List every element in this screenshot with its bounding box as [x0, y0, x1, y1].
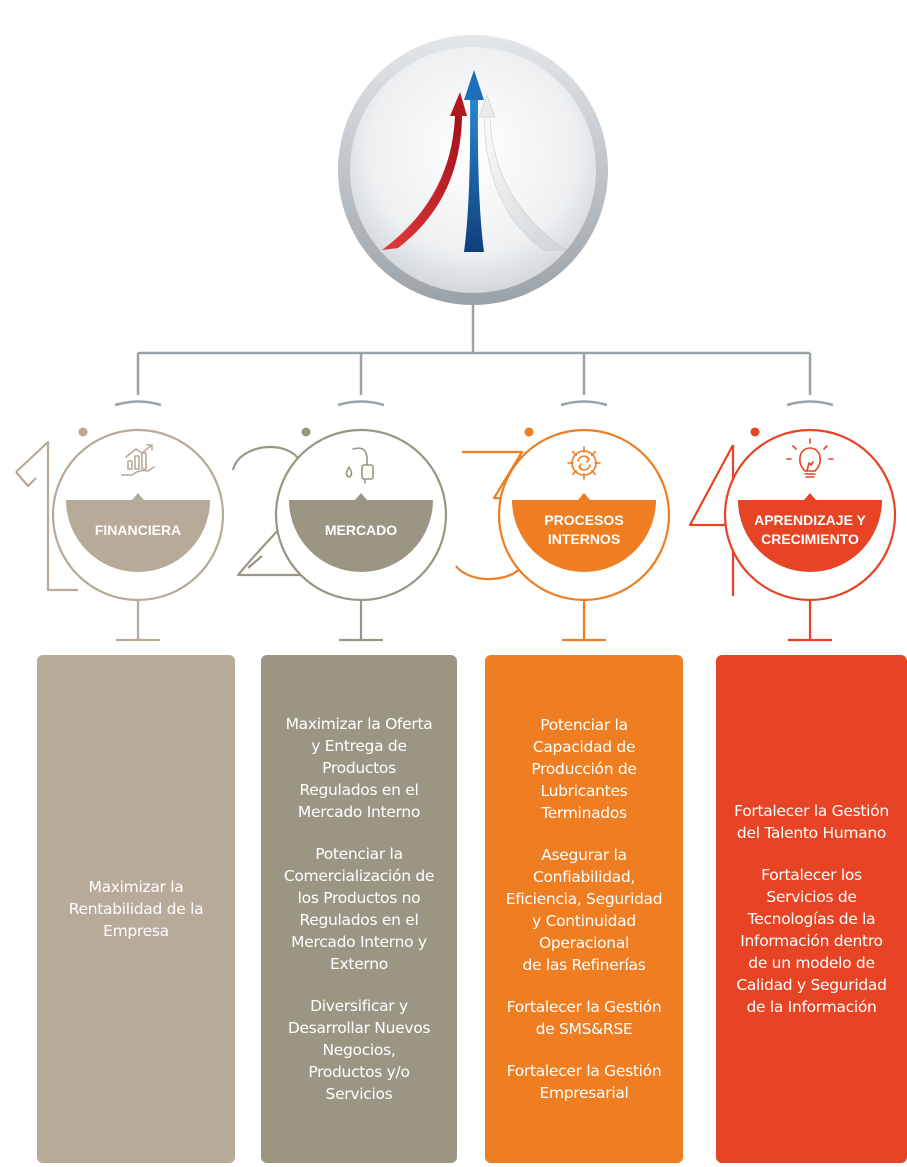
badge-dot	[524, 427, 534, 437]
badge-dot	[78, 427, 88, 437]
perspective-label: FINANCIERA	[94, 521, 182, 538]
objective-item: Potenciar la Capacidad de Producción de …	[531, 716, 637, 822]
gear-cycle-icon	[567, 446, 601, 480]
objective-item: Fortalecer la Gestión de SMS&RSE	[506, 998, 662, 1038]
badge-label-fill	[66, 493, 210, 572]
fuel-nozzle-icon	[345, 447, 374, 484]
objectives-box-aprendizaje-y-crecimiento: Fortalecer la Gestión del Talento Humano…	[716, 655, 907, 1163]
objective-item: Maximizar la Rentabilidad de la Empresa	[68, 878, 204, 940]
perspective-number-1	[15, 440, 78, 592]
perspective-procesos-internos	[455, 400, 671, 642]
objective-item: Diversificar y Desarrollar Nuevos Negoci…	[287, 997, 431, 1103]
perspective-mercado	[231, 400, 448, 642]
center-emblem	[338, 35, 608, 305]
badge-top-arc	[786, 400, 834, 407]
objective-item: Fortalecer la Gestión del Talento Humano	[734, 802, 889, 842]
connector-lines	[136, 305, 812, 395]
objectives-box-procesos-internos: Potenciar la Capacidad de Producción de …	[485, 655, 683, 1163]
badge-label-fill	[289, 493, 433, 572]
badge-top-arc	[560, 400, 608, 407]
badge-dot	[750, 427, 760, 437]
badge-top-arc	[337, 400, 385, 407]
badge-label-fill	[512, 493, 656, 572]
objective-item: Fortalecer la Gestión Empresarial	[506, 1062, 662, 1102]
objective-item: Fortalecer los Servicios de Tecnologías …	[736, 866, 887, 1016]
perspective-label: APRENDIZAJE Y CRECIMIENTO	[754, 512, 866, 547]
objective-item: Maximizar la Oferta y Entrega de Product…	[285, 715, 433, 821]
lightbulb-icon	[786, 438, 834, 478]
perspective-label: PROCESOS INTERNOS	[544, 512, 624, 547]
rising-arrows-icon	[382, 70, 567, 252]
money-growth-icon	[121, 444, 155, 476]
badge-label-fill	[738, 493, 882, 572]
perspective-financiera	[15, 400, 225, 642]
badge-dot	[301, 427, 311, 437]
objectives-box-financiera: Maximizar la Rentabilidad de la Empresa	[37, 655, 235, 1163]
badge-top-arc	[114, 400, 162, 407]
perspective-aprendizaje-y-crecimiento	[688, 400, 897, 642]
objective-item: Asegurar la Confiabilidad, Eficiencia, S…	[505, 846, 663, 974]
objective-item: Potenciar la Comercialización de los Pro…	[283, 845, 435, 973]
objectives-box-mercado: Maximizar la Oferta y Entrega de Product…	[261, 655, 457, 1163]
perspective-label: MERCADO	[324, 521, 398, 538]
